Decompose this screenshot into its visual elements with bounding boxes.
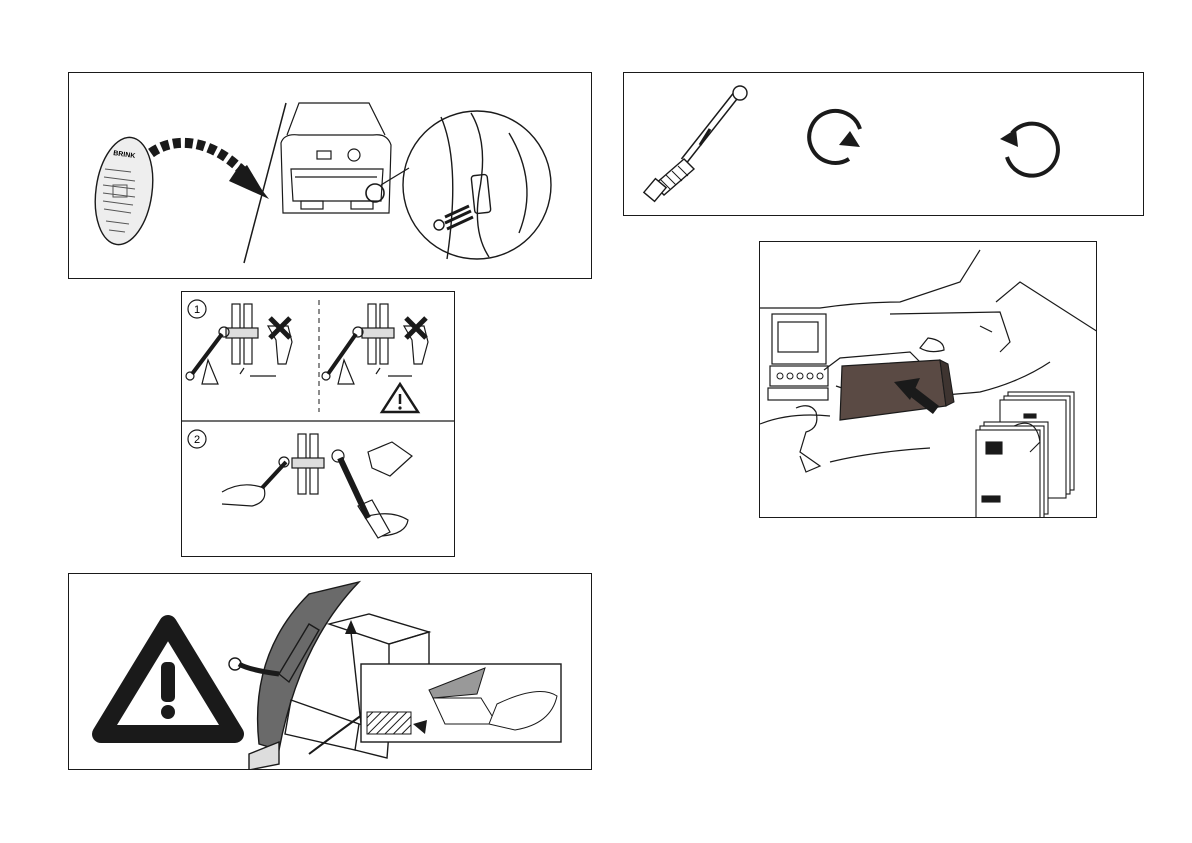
step-1-marker: 1	[188, 300, 206, 318]
torque-wrench-icon	[644, 86, 747, 201]
warning-triangle-small-icon	[382, 384, 418, 412]
car-trunk-illustration	[281, 103, 409, 213]
manuals-stack-icon	[976, 392, 1074, 518]
step-2-number: 2	[194, 434, 200, 446]
panel-documentation	[759, 241, 1097, 518]
brink-label-sticker: BRINK	[89, 134, 159, 249]
curved-arrow-icon	[151, 143, 269, 199]
rotate-clockwise-icon	[809, 111, 860, 163]
correct-method	[222, 434, 412, 538]
warning-triangle-large-icon	[101, 624, 235, 734]
rotate-counterclockwise-icon	[1000, 124, 1058, 176]
panel-torque-procedure: 1 2	[181, 291, 455, 557]
panel-label-location: BRINK	[68, 72, 592, 279]
panel-paint-warning	[68, 573, 592, 770]
step-2-marker: 2	[188, 430, 206, 448]
panel-torque-tool	[623, 72, 1144, 216]
zoom-detail	[403, 111, 551, 259]
step-1-number: 1	[194, 304, 200, 316]
paint-swatch	[367, 712, 411, 734]
wrong-method-right	[322, 304, 428, 384]
paint-detail-inset	[361, 664, 561, 742]
arrow-up-icon	[345, 620, 361, 724]
glovebox-compartment	[840, 360, 954, 420]
